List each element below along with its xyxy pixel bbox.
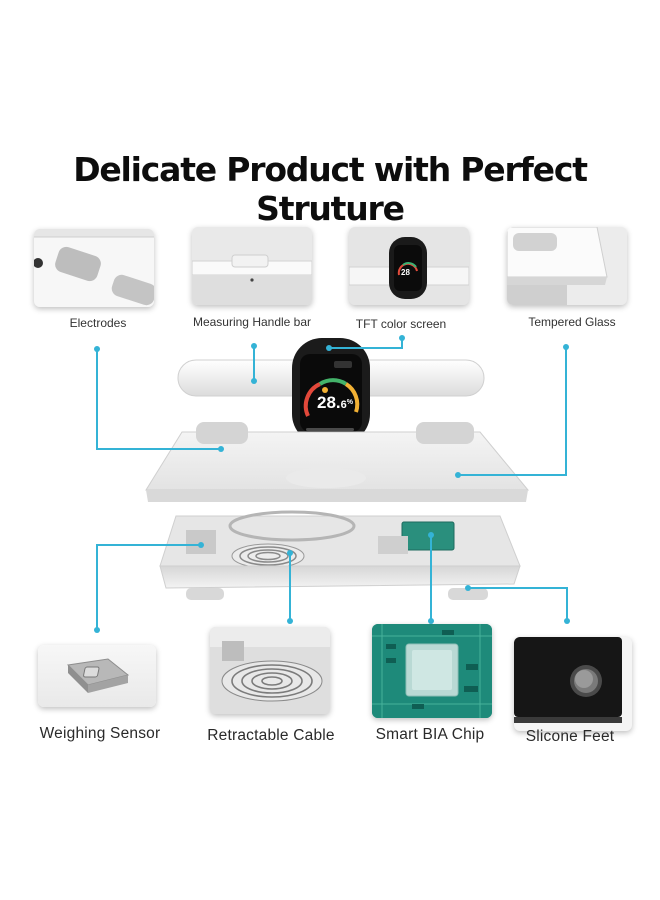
display-readout: 28.6% (313, 394, 357, 414)
glass-platform (145, 422, 530, 502)
feature-label-silicone-feet: Slicone Feet (525, 728, 615, 745)
callout-line-cable-v (289, 553, 291, 621)
feature-label-tft-screen: TFT color screen (355, 317, 447, 331)
callout-dot-cable (287, 550, 293, 556)
callout-end-feet (564, 618, 570, 624)
internal-frame (159, 510, 521, 569)
callout-line-tft-v (401, 338, 403, 348)
display-value-main: 28. (317, 393, 341, 412)
callout-end-chip (428, 618, 434, 624)
callout-line-electrodes-h (96, 448, 222, 450)
svg-text:28: 28 (401, 268, 410, 277)
feature-label-retractable-cable: Retractable Cable (207, 727, 335, 744)
feature-label-smart-bia-chip: Smart BIA Chip (375, 726, 485, 743)
callout-end-sensor (198, 542, 204, 548)
silicone-feet-image (514, 637, 632, 731)
callout-end-handle (251, 378, 257, 384)
callout-end-glass (455, 472, 461, 478)
display-pod (292, 338, 370, 444)
weighing-sensor-image (38, 645, 156, 707)
callout-dot-sensor (94, 627, 100, 633)
feature-label-weighing-sensor: Weighing Sensor (39, 725, 161, 742)
electrodes-image (34, 229, 154, 307)
retractable-cable-image (210, 627, 330, 714)
callout-line-electrodes-v (96, 349, 98, 449)
feature-label-electrodes: Electrodes (69, 316, 127, 330)
page-title: Delicate Product with Perfect Struture (73, 150, 588, 228)
exploded-product-illustration (145, 338, 530, 600)
feature-label-tempered-glass: Tempered Glass (528, 315, 616, 329)
callout-line-sensor-h (96, 544, 200, 546)
callout-line-feet-v (566, 587, 568, 621)
feature-label-handle-bar: Measuring Handle bar (192, 315, 312, 329)
callout-line-handle-v (253, 346, 255, 380)
callout-end-electrodes (218, 446, 224, 452)
display-unit: % (346, 399, 353, 406)
callout-dot-chip (428, 532, 434, 538)
callout-line-glass-h (458, 474, 567, 476)
callout-line-sensor-v (96, 545, 98, 629)
callout-line-tft-h (330, 347, 403, 349)
smart-bia-chip-image (372, 624, 492, 718)
callout-line-glass-v (565, 347, 567, 475)
callout-end-cable (287, 618, 293, 624)
tft-screen-image: 28 (349, 227, 469, 305)
display-value-decimal: 6 (340, 399, 347, 411)
callout-line-chip-v (430, 535, 432, 621)
handle-bar-image (192, 227, 312, 305)
callout-line-feet-h (468, 587, 568, 589)
callout-dot-feet (465, 585, 471, 591)
base-shell (159, 565, 521, 600)
tempered-glass-image (507, 227, 627, 305)
callout-end-tft (326, 345, 332, 351)
